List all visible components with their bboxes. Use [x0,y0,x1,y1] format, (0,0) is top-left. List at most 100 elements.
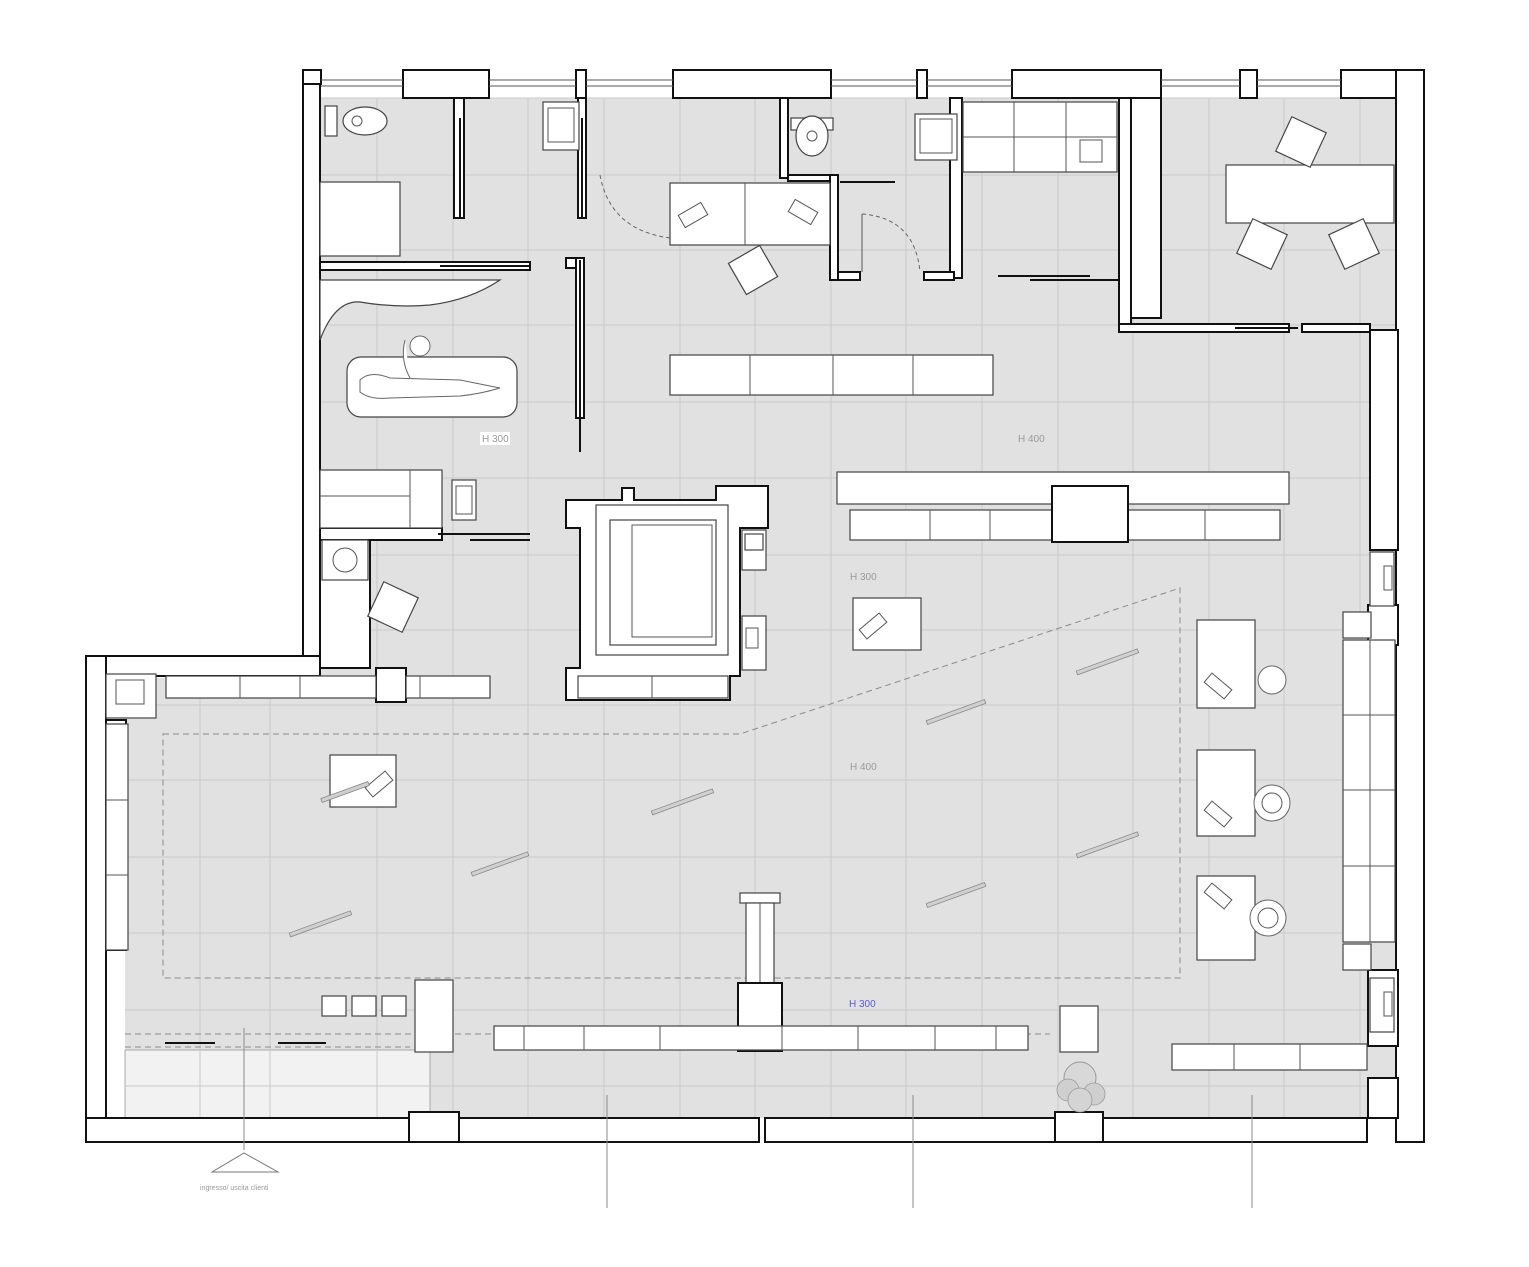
person-icon [359,374,501,399]
entrance-arrow-icon [210,1152,280,1173]
keyboard-icon [787,198,819,226]
entrance-cabinet [414,979,454,1053]
chair-icon [1274,115,1328,169]
wall-office-left [1118,97,1132,331]
wall-wc2-bottom [829,174,839,281]
wall-pier-4 [916,69,928,99]
wall-pier-5 [1011,69,1162,99]
desk-icon [852,597,922,651]
wall-left-step [85,655,321,677]
bottom-shelving [493,1025,1029,1051]
keyboard-icon [677,201,709,229]
keyboard-icon [1203,882,1233,910]
wall-cabinet-right [1342,639,1396,943]
wall-bottom-3 [764,1117,1056,1143]
display-column-top [739,892,781,904]
height-label: H 300 [482,434,509,445]
sink-icon [1342,943,1372,971]
height-label: H 300 [849,999,876,1010]
chair-icon [1327,217,1381,271]
outer-walls [85,69,1425,1143]
wall-wc2-left [779,97,789,179]
wall-pier-3 [672,69,832,99]
desk-icon [1196,875,1256,961]
height-labels: H 300 H 400 H 300 H 400 H 300 [480,432,1045,1010]
clothes-rail [288,910,353,938]
door-swing-icon [861,213,921,273]
height-label: H 300 [850,572,877,583]
display-zone-outline [162,587,1181,979]
elevator-cabin-inner [609,519,717,646]
person-icon [1249,899,1287,937]
wall-shelf-top-left [165,675,377,699]
clothes-rail [650,788,715,816]
wall-bottom-1 [85,1117,410,1143]
meeting-table [1225,164,1395,224]
sink-icon [1342,611,1372,639]
core-side-sink [744,533,764,551]
wall-left-lower-v [375,667,407,703]
chair-icon [727,244,779,296]
wall-right-niche-4 [1367,1077,1399,1119]
sales-area [105,587,1181,1113]
sink-icon [321,539,369,581]
wall-top-1 [302,69,321,661]
height-label: H 400 [1018,434,1045,445]
desk-icon [1196,619,1256,709]
desk-icon [1196,749,1256,837]
clothes-rail [925,699,987,725]
clothes-rail [470,851,530,877]
wall-bottom-4 [1102,1117,1368,1143]
wall-top-2 [302,69,322,85]
clothes-rail [1075,648,1140,676]
toilet-icon [342,106,388,136]
plant-icon [1056,1061,1106,1113]
treatment-curve-panel [319,279,502,341]
sink-icon [914,113,958,161]
desk-icon [669,182,831,246]
wall-pier-1 [402,69,490,99]
bench-bottom-right [1171,1043,1368,1071]
wall-wc2-bottom2 [837,271,861,281]
planter-base [1059,1005,1099,1053]
wall-shelf-left [105,723,129,951]
sink-icon [105,673,157,719]
wall-bottom-col-1 [408,1111,460,1143]
keyboard-icon [858,612,888,640]
treatment-room [319,279,518,634]
wall-wc2-strip [787,174,831,182]
wall-office-bottom-2 [1301,323,1371,333]
keyboard-icon [1203,672,1233,700]
clothes-rail [320,781,370,803]
office-room [1225,115,1395,271]
keyboard-icon [1203,800,1233,828]
chair-icon [1235,217,1289,271]
doors [125,118,1298,1048]
radiator [1369,977,1395,1033]
counter-column [1051,485,1129,543]
wall-left [85,655,107,1143]
bathroom-fixtures [319,101,1118,257]
wc-partition-block [319,181,401,257]
section-leaders [243,1028,1253,1208]
core-shelf-1 [577,675,729,699]
radiator [1369,551,1395,607]
stool [381,995,407,1017]
person-icon [409,335,431,357]
wall-wc2-bottom3 [923,271,955,281]
wall-office-inner [1130,97,1162,319]
entrance-caption: ingresso/ uscita clienti [200,1185,269,1192]
elevator-inner-frame [631,524,713,638]
wall-right-niche-1 [1369,329,1399,551]
door-swing-icon [599,174,671,239]
display-table [669,354,994,396]
toilet-tank-1 [324,105,338,137]
clothes-rail [1075,831,1140,859]
wall-bottom-2 [458,1117,760,1143]
wall-right-upper [1395,69,1425,1143]
person-icon [1257,665,1287,695]
wall-pier-6 [1239,69,1258,99]
wall-shelf-top-mid [405,675,491,699]
person-icon [1253,784,1291,822]
